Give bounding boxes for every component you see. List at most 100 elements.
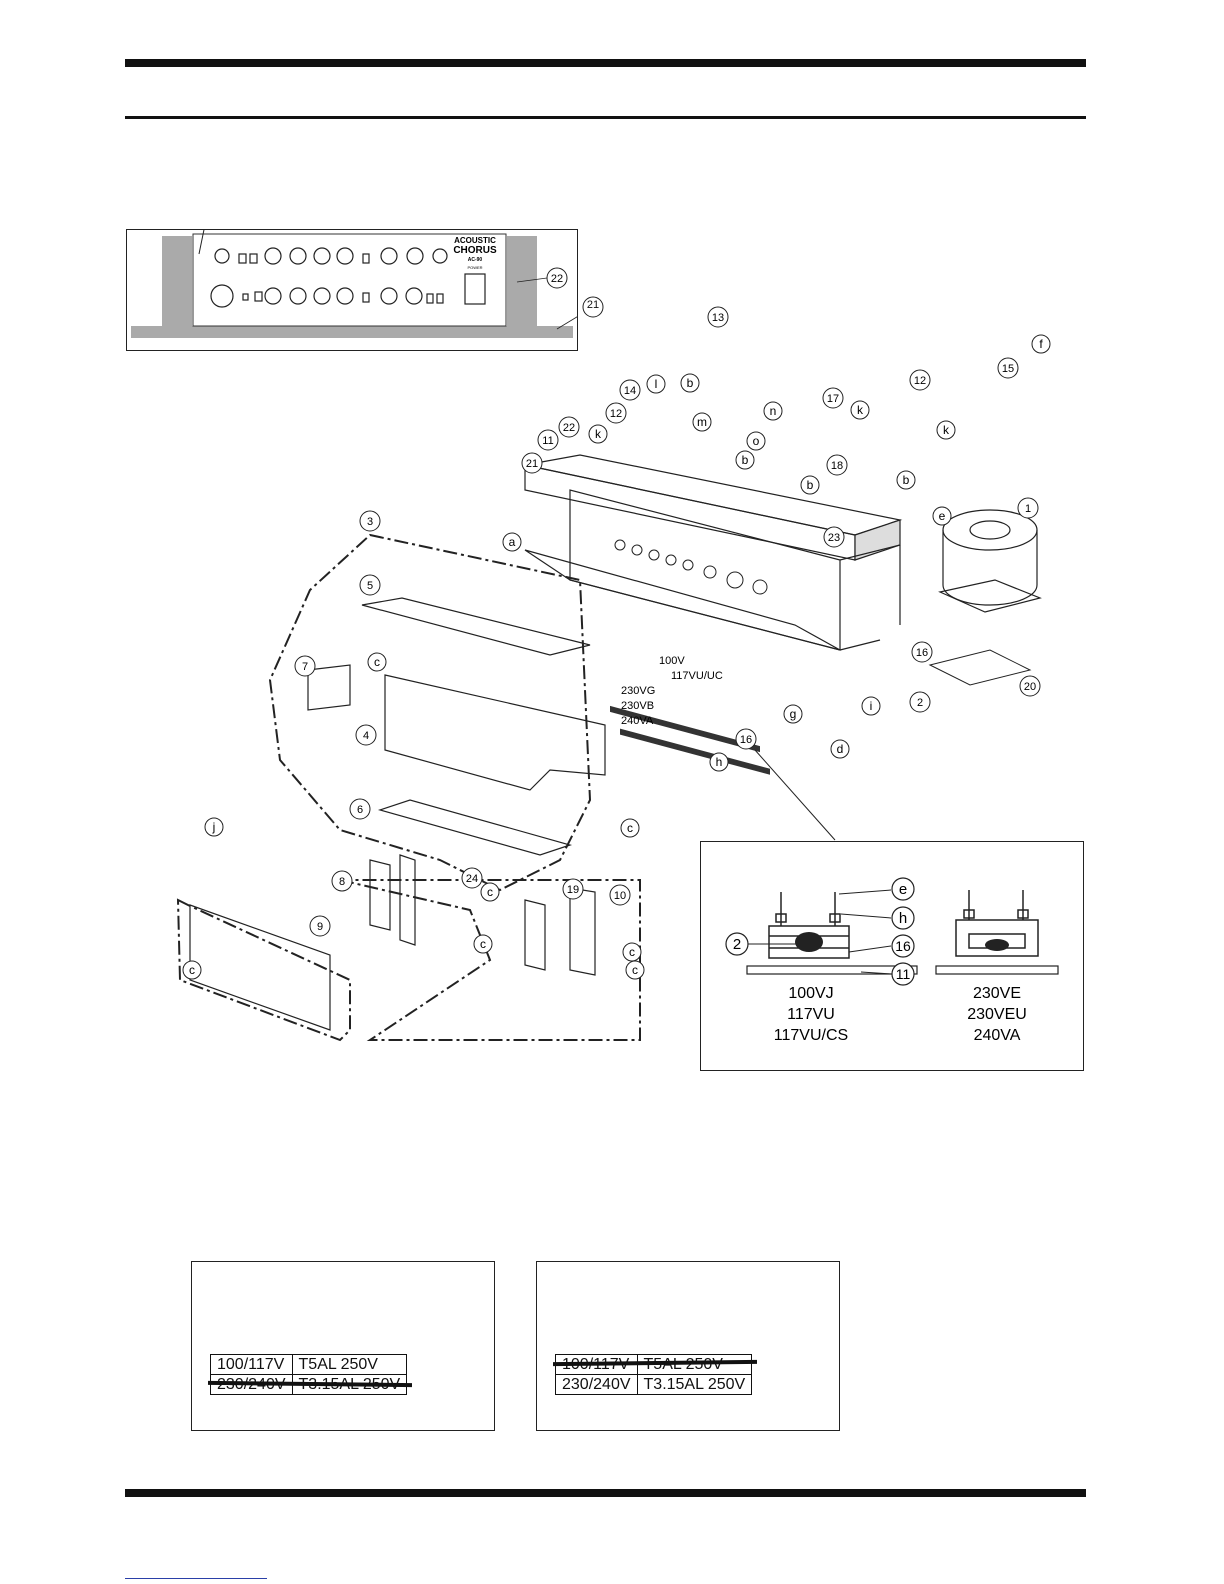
fuse-rating: T3.15AL 250V: [636, 1374, 753, 1395]
jack-board-7: [307, 664, 351, 711]
header-rule-thick: [125, 59, 1086, 67]
letter-callout-text: d: [837, 742, 844, 756]
fuse-rating: T5AL 250V: [291, 1354, 408, 1375]
letter-callout-text: c: [632, 963, 638, 977]
part-callout-circle: [461, 867, 483, 889]
bottom-trim: [131, 326, 573, 338]
letter-callout-text: n: [770, 404, 777, 418]
top-row-knobs: [214, 247, 448, 265]
part-callout-circle: [823, 526, 845, 548]
grommet-detail-drawing: e h 2 16 11 100VJ 117VU 117VU/CS 230VE 2…: [725, 877, 1059, 1044]
part-callout-circle: [997, 357, 1019, 379]
bracket-8: [369, 859, 391, 931]
part-callout-circle: [562, 878, 584, 900]
letter-callout-circle: [646, 374, 666, 394]
pcb-assembly-group: [268, 533, 592, 892]
part-callout-circle: [309, 915, 331, 937]
part-callout-number: 19: [567, 884, 579, 896]
letter-callout-circle: [620, 818, 640, 838]
model-label: AC-90: [468, 257, 483, 263]
part-callout-circle: [735, 728, 757, 750]
letter-callout-text: c: [374, 655, 380, 669]
part-callout-circle: [521, 452, 543, 474]
letter-callout-text: m: [697, 415, 707, 429]
letter-callout-circle: [861, 696, 881, 716]
letter-callout-circle: [896, 470, 916, 490]
letter-callout-circle: [588, 424, 608, 444]
letter-callout-text: a: [509, 535, 516, 549]
part-callout-number: 24: [466, 873, 478, 885]
letter-callout-text: l: [655, 377, 658, 391]
part-callout-number: 10: [614, 890, 626, 902]
letter-callout-text: k: [943, 423, 950, 437]
bracket-19: [524, 899, 546, 971]
chassis-plate-left: [746, 965, 918, 975]
pcb-5: [361, 597, 591, 656]
callout-22: [546, 267, 568, 289]
letter-callout-circle: [746, 431, 766, 451]
part-callout-number: 1: [1025, 503, 1031, 515]
side-trim-left: [162, 236, 192, 328]
letter-callout-text: b: [903, 473, 910, 487]
inset-callout-11: 11: [896, 966, 911, 982]
part-callout-number: 12: [914, 375, 926, 387]
part-callout-number: 23: [828, 532, 840, 544]
grommet-detail-inset: e h 2 16 11 100VJ 117VU 117VU/CS 230VE 2…: [700, 841, 1084, 1071]
letter-callout-circle: [680, 373, 700, 393]
part-callout-circle: [537, 429, 559, 451]
part-callout-number: 7: [302, 661, 308, 673]
letter-callout-circle: [783, 704, 803, 724]
part-callout-circle: [359, 574, 381, 596]
voltage-label: 230VB: [621, 700, 654, 712]
letter-callout-circle: [850, 400, 870, 420]
letter-callout-circle: [625, 960, 645, 980]
front-panel-view: ACOUSTIC CHORUS AC-90 POWER 22 21: [126, 214, 599, 351]
variant-117vu: 117VU: [787, 1006, 835, 1023]
letter-callout-circle: [763, 401, 783, 421]
inset-callout-e: e: [899, 881, 907, 898]
part-callout-number: 9: [317, 921, 323, 933]
brand-line1: ACOUSTIC: [454, 236, 496, 245]
chassis-plate-right: [935, 965, 1059, 975]
part-callout-circle: [605, 402, 627, 424]
variant-100vj: 100VJ: [788, 985, 833, 1002]
letter-callout-circle: [709, 752, 729, 772]
cord-left: [795, 932, 823, 952]
part-callout-circle: [707, 306, 729, 328]
fuse-voltage: 230/240V: [555, 1374, 638, 1395]
letter-callout-circle: [1031, 334, 1051, 354]
letter-callout-circle: [692, 412, 712, 432]
letter-callout-circle: [735, 450, 755, 470]
power-label: POWER: [467, 265, 482, 270]
letter-callout-text: i: [870, 699, 873, 713]
heatsink-group: [339, 879, 641, 1041]
left-clamp: [768, 892, 850, 959]
part-callout-circle: [911, 641, 933, 663]
part-callout-number: 11: [542, 435, 553, 447]
part-callout-circle: [355, 724, 377, 746]
letter-callout-circle: [932, 506, 952, 526]
cord-right: [985, 939, 1009, 951]
part-callout-circle: [1019, 675, 1041, 697]
footer-link-underline[interactable]: [125, 1578, 267, 1579]
exploded-assembly-diagram: 1234567891011121213141516161718192021222…: [176, 306, 1051, 1042]
part-callout-number: 8: [339, 876, 345, 888]
letter-callout-text: b: [807, 478, 814, 492]
part-callout-number: 2: [917, 697, 923, 709]
pcb-4: [384, 674, 606, 791]
part-callout-circle: [609, 884, 631, 906]
part-callout-number: 3: [367, 516, 373, 528]
callout-21-bubble: [582, 296, 604, 318]
board-10: [569, 887, 596, 976]
part-callout-circle: [822, 387, 844, 409]
part-callout-circle: [558, 416, 580, 438]
letter-callout-text: f: [1039, 337, 1043, 351]
part-callout-circle: [909, 369, 931, 391]
inset-callout-16: 16: [895, 938, 911, 954]
part-callout-circle: [826, 454, 848, 476]
